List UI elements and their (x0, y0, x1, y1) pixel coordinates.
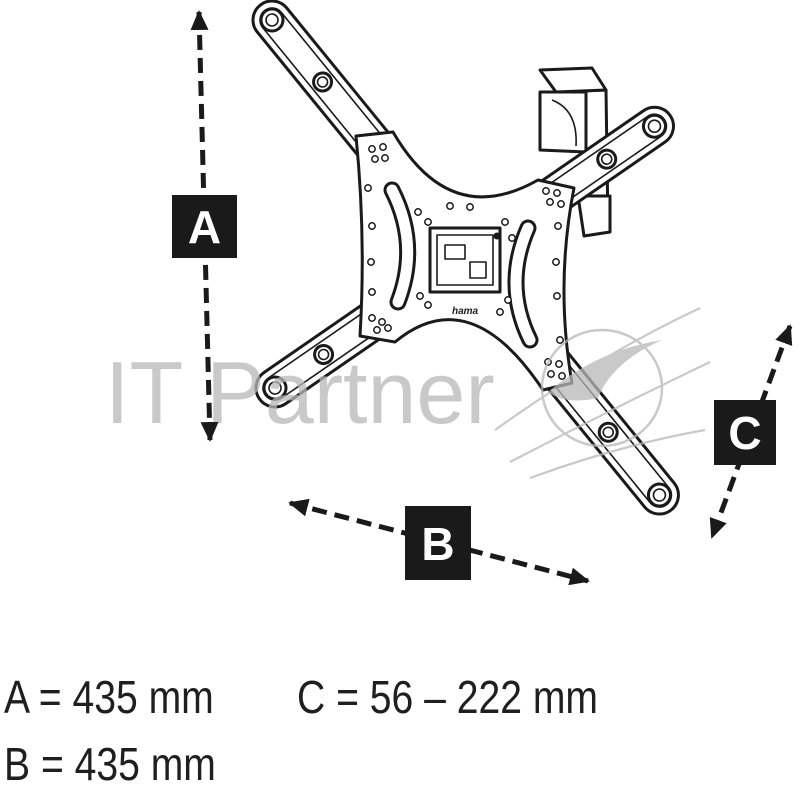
dimension-c: C (709, 324, 793, 539)
mounting-hole (504, 296, 512, 304)
mounting-hole (368, 288, 376, 296)
label-box-a (172, 195, 237, 258)
mounting-holes (364, 143, 566, 380)
mounting-hole (554, 222, 562, 230)
mounting-hole (508, 234, 516, 242)
mounting-hole (368, 222, 376, 230)
mounting-hole (553, 292, 561, 300)
mounting-hole (378, 318, 386, 326)
mounting-hole (371, 155, 379, 163)
mounting-hole (446, 202, 454, 210)
mounting-hole (557, 200, 565, 208)
wall-bracket (538, 66, 612, 238)
mounting-hole (424, 218, 432, 226)
dimension-b: B (288, 498, 590, 586)
mounting-hole (553, 189, 561, 197)
mounting-hole (558, 372, 566, 380)
dimension-arrow-c (709, 324, 793, 539)
mounting-hole (424, 301, 432, 309)
swoosh-logo-icon (494, 307, 711, 480)
center-window (428, 226, 502, 294)
mounting-hole (373, 326, 381, 334)
slot-right (507, 219, 539, 349)
mounting-hole (367, 258, 375, 266)
label-a: A (188, 201, 221, 253)
mounting-hole (364, 184, 372, 192)
mounting-hole (556, 336, 564, 344)
mounting-hole (496, 308, 504, 316)
mounting-hole (542, 187, 550, 195)
legend-dimension-b: B = 435 mm (4, 738, 216, 785)
mounting-hole (368, 145, 376, 153)
label-box-b (405, 506, 471, 580)
watermark-text: IT Partner (105, 343, 495, 442)
mounting-plate: hama (354, 130, 576, 392)
mounting-hole (546, 198, 554, 206)
mounting-hole (547, 370, 555, 378)
mounting-hole (381, 154, 389, 162)
dimension-a: A (172, 10, 237, 442)
mounting-hole (555, 360, 563, 368)
slot-left (383, 181, 417, 311)
mounting-hole (414, 208, 422, 216)
product-logo: hama (452, 306, 479, 317)
mounting-hole (379, 143, 387, 151)
mounting-hole (416, 292, 424, 300)
mounting-hole (552, 258, 560, 266)
label-b: B (421, 518, 454, 570)
label-c: C (728, 407, 761, 459)
legend-dimension-c: C = 56 – 222 mm (297, 671, 599, 723)
marker-dot (493, 232, 501, 240)
mounting-hole (384, 324, 392, 332)
mounting-hole (501, 218, 509, 226)
dimension-arrow-b (288, 498, 590, 586)
legend-dimension-a: A = 435 mm (4, 671, 214, 723)
label-box-c (714, 400, 776, 465)
mounting-hole (368, 314, 376, 322)
watermark: IT Partner (105, 307, 711, 480)
mounting-hole (466, 203, 474, 211)
